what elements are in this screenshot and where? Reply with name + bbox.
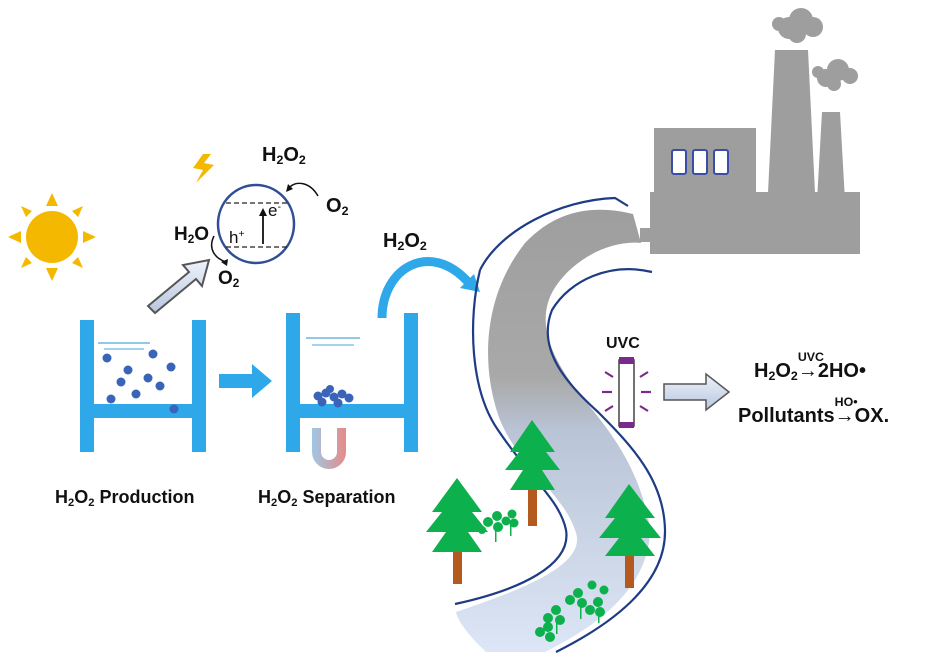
- label-o2-bottom: O2: [218, 268, 240, 290]
- label-hole: h+: [229, 228, 245, 247]
- label-o2-right: O2: [326, 195, 349, 219]
- transfer-arrow: [219, 364, 272, 398]
- label-h2o-left: H2O: [174, 224, 210, 246]
- production-tank: [80, 320, 206, 452]
- label-uvc: UVC: [606, 335, 640, 352]
- label-production: H2O2 Production: [55, 487, 195, 509]
- tree-icon: [505, 420, 560, 526]
- separation-tank: [286, 313, 418, 452]
- tree-icon: [599, 484, 661, 588]
- factory-smoke-icon: [772, 8, 858, 91]
- lightning-icon: [193, 154, 214, 183]
- clover-plant-icon: [478, 509, 519, 542]
- label-h2o2-top: H2O2: [262, 144, 306, 168]
- photocatalyst-particle: [216, 183, 296, 265]
- label-electron: e-: [268, 201, 281, 220]
- label-h2o2-arrow: H2O2: [383, 230, 427, 254]
- hollow-arrow-right: [663, 372, 731, 412]
- reaction-curved-arrows: [210, 182, 319, 266]
- tree-icon: [426, 478, 488, 584]
- hollow-arrow-up: [146, 258, 211, 315]
- label-separation: H2O2 Separation: [258, 487, 396, 509]
- factory-icon: [640, 8, 860, 254]
- curved-arrow-to-river: [377, 257, 480, 319]
- clover-plant-icon: [535, 580, 609, 642]
- magnet-icon: [312, 428, 346, 469]
- sun-icon: [8, 193, 96, 281]
- uvc-lamp-icon: [602, 357, 651, 428]
